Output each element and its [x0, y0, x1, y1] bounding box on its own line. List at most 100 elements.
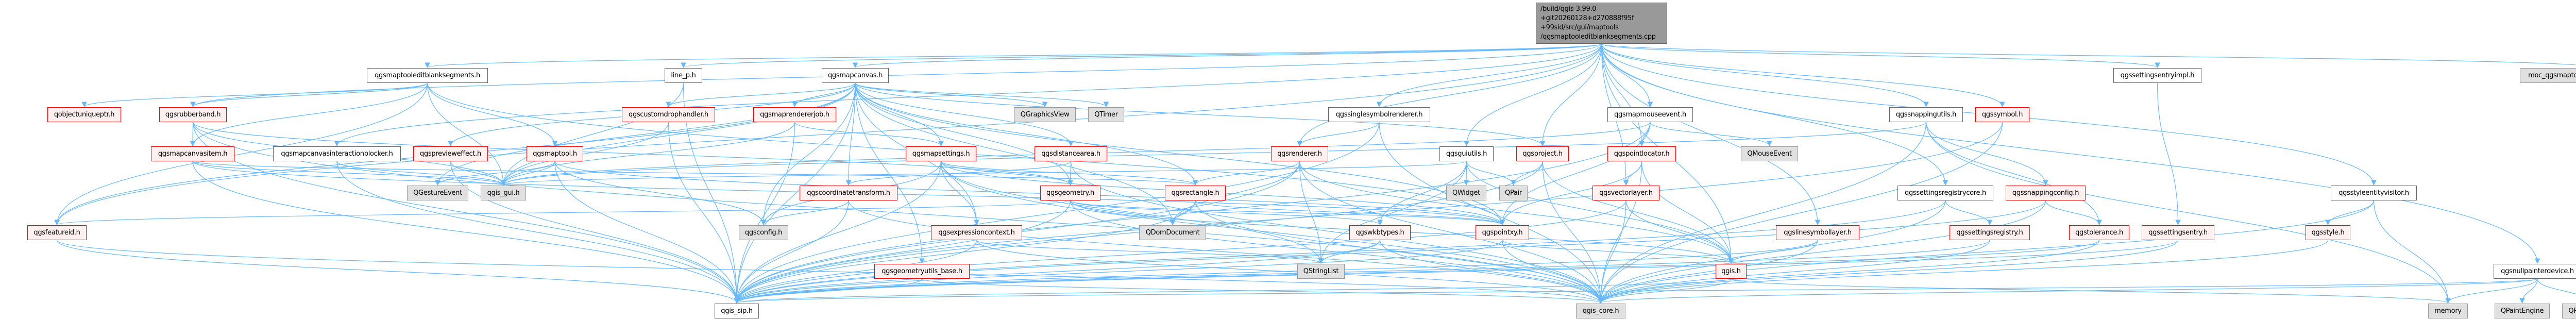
node-qgstolerance-h[interactable]: qgstolerance.h	[2069, 225, 2129, 240]
edge-root-to-qgssymbol-h	[1601, 43, 2005, 108]
node-qgis-h[interactable]: qgis.h	[1716, 264, 1747, 279]
edge-qgssnappingutils-h-to-qgstolerance-h	[1925, 122, 2102, 226]
node-qgsstyleentityvisitor-h[interactable]: qgsstyleentityvisitor.h	[2331, 186, 2417, 200]
edge-root-to-qgspointlocator-h	[1601, 43, 1645, 147]
edge-qgsmapsettings-h-to-qgsrectangle-h	[940, 161, 1198, 186]
node-qgswkbtypes-h[interactable]: qgswkbtypes.h	[1349, 225, 1411, 240]
node-qgscustomdrophandler-h[interactable]: qgscustomdrophandler.h	[622, 107, 715, 122]
node-moc-qgsmaptooleditblanksegments-cpp[interactable]: moc_qgsmaptooleditblanksegments.cpp	[2520, 68, 2576, 83]
node-qgsmaptooleditblanksegments-h[interactable]: qgsmaptooleditblanksegments.h	[367, 68, 488, 83]
edge-qgspointlocator-h-to-qgis-h	[1641, 161, 1734, 264]
node-qgssymbol-h[interactable]: qgssymbol.h	[1975, 107, 2029, 122]
node-qgsdistancearea-h[interactable]: qgsdistancearea.h	[1035, 146, 1107, 161]
node-qgssettingsregistry-h[interactable]: qgssettingsregistry.h	[1950, 225, 2030, 240]
node-qgspointlocator-h[interactable]: qgspointlocator.h	[1607, 146, 1676, 161]
edge-qgsguiutils-h-to-qgis-gui-h	[501, 161, 1467, 186]
edge-qgsmaptool-h-to-qgsconfig-h	[554, 161, 767, 226]
node-qgsrenderer-h[interactable]: qgsrenderer.h	[1271, 146, 1328, 161]
edge-qgsmapcanvas-h-to-qtimer	[855, 82, 1109, 108]
edge-qgsmapcanvas-h-to-qgsconfig-h	[760, 82, 856, 226]
root-file-node[interactable]: /build/qgis-3.99.0 +git20260128+d270888f…	[1536, 3, 1667, 44]
edge-qgsrenderer-h-to-qgsrectangle-h	[1192, 161, 1300, 186]
node-qgsconfig-h[interactable]: qgsconfig.h	[739, 225, 788, 240]
node-qmouseevent[interactable]: QMouseEvent	[1741, 146, 1798, 161]
node-qtimer[interactable]: QTimer	[1088, 107, 1124, 122]
node-qgscoordinatetransform-h[interactable]: qgscoordinatetransform.h	[800, 186, 897, 200]
edge-qgsproject-h-to-qgis-h	[1542, 161, 1734, 264]
node-qgssinglesymbolrenderer-h[interactable]: qgssinglesymbolrenderer.h	[1328, 107, 1430, 122]
node-memory[interactable]: memory	[2428, 304, 2468, 318]
node-qpair[interactable]: QPair	[1499, 186, 1528, 200]
edge-qgssinglesymbolrenderer-h-to-qgis-core-h	[1379, 122, 1604, 304]
edge-qgsmapsettings-h-to-qgis-core-h	[940, 161, 1604, 304]
node-qgsexpressioncontext-h[interactable]: qgsexpressioncontext.h	[931, 225, 1022, 240]
edge-qgssinglesymbolrenderer-h-to-qgis-sip-h	[734, 122, 1380, 304]
edge-qgsmapcanvas-h-to-qgsgeometry-h	[855, 82, 1073, 186]
node-qgestureevent[interactable]: QGestureEvent	[407, 186, 468, 200]
node-qgsrubberband-h[interactable]: qgsrubberband.h	[159, 107, 227, 122]
edge-qgsproject-h-to-qgis-core-h	[1542, 161, 1604, 304]
node-qgssettingsentry-h[interactable]: qgssettingsentry.h	[2142, 225, 2214, 240]
node-qgsmaprendererjob-h[interactable]: qgsmaprendererjob.h	[753, 107, 836, 122]
edge-qgsmapcanvas-h-to-qgsmaprendererjob-h	[792, 82, 856, 108]
node-qgspointxy-h[interactable]: qgspointxy.h	[1476, 225, 1529, 240]
edge-qgssnappingconfig-h-to-qgis-sip-h	[734, 200, 2046, 304]
edge-qgsguiutils-h-to-qpair	[1466, 161, 1516, 186]
node-qgspreview-ffect-h[interactable]: qgspreviewеffect.h	[413, 146, 488, 161]
edge-root-to-moc-qgsmaptooleditblanksegments-cpp	[1601, 43, 2576, 65]
node-qgsvectorlayer-h[interactable]: qgsvectorlayer.h	[1592, 186, 1659, 200]
node-qgsrectangle-h[interactable]: qgsrectangle.h	[1165, 186, 1226, 200]
edge-qgsmaprendererjob-h-to-qgis-gui-h	[500, 122, 795, 186]
edge-qgssnappingutils-h-to-qgis-core-h	[1598, 122, 1927, 304]
edge-qgsnullpainterdevice-h-to-qpaintdevice	[2537, 278, 2576, 295]
node-qgsguiutils-h[interactable]: qgsguiutils.h	[1439, 146, 1494, 161]
node-qgssnappingconfig-h[interactable]: qgssnappingconfig.h	[2006, 186, 2086, 200]
node-line-p-h[interactable]: line_p.h	[665, 68, 702, 83]
edge-root-to-qgsmapmouseevent-h	[1601, 43, 1653, 108]
node-qgsmapcanvasitem-h[interactable]: qgsmapcanvasitem.h	[151, 146, 234, 161]
node-qgssettingsregistrycore-h[interactable]: qgssettingsregistrycore.h	[1897, 186, 1993, 200]
node-qgsmapcanvas-h[interactable]: qgsmapcanvas.h	[822, 68, 889, 83]
node-qstringlist[interactable]: QStringList	[1297, 264, 1345, 279]
edge-qgsmapcanvas-h-to-qgsdistancearea-h	[855, 82, 1074, 147]
node-qgsmaptool-h[interactable]: qgsmaptool.h	[527, 146, 583, 161]
node-qpaintdevice[interactable]: QPaintDevice	[2562, 304, 2576, 318]
node-qgsstyle-h[interactable]: qgsstyle.h	[2306, 225, 2350, 240]
edge-qgsmapcanvas-h-to-qgraphicsview	[855, 82, 1048, 108]
node-qgssettingsentryimpl-h[interactable]: qgssettingsentryimpl.h	[2113, 68, 2201, 83]
edge-qgsmaprendererjob-h-to-qgsmapsettings-h	[794, 122, 944, 147]
node-qgsmapcanvasinteractionblocker-h[interactable]: qgsmapcanvasinteractionblocker.h	[273, 146, 401, 161]
edge-qgsrenderer-h-to-qgis-h	[1299, 161, 1734, 264]
edge-qgsmapcanvas-h-to-qgsproject-h	[855, 82, 1546, 147]
edge-root-to-qgsmaptooleditblanksegments-h	[425, 43, 1602, 69]
edge-qgsmapcanvas-h-to-qgscustomdrophandler-h	[666, 82, 856, 108]
edge-qgsrenderer-h-to-qdomdocument	[1170, 161, 1300, 226]
edge-qgscoordinatetransform-h-to-qgsconfig-h	[760, 200, 849, 226]
edge-qgsmapcanvasitem-h-to-qgis-sip-h	[192, 161, 740, 304]
edge-qgsexpressioncontext-h-to-qgis-core-h	[976, 240, 1604, 304]
edge-root-to-qgsproject-h	[1539, 43, 1602, 147]
node-qgsgeometryutils-base-h[interactable]: qgsgeometryutils_base.h	[874, 264, 970, 279]
edge-qgsstyleentityvisitor-h-to-qgis-core-h	[1598, 200, 2375, 304]
edge-root-to-qgsmapcanvas-h	[853, 43, 1602, 69]
node-qpaintengine[interactable]: QPaintEngine	[2495, 304, 2550, 318]
node-qgsmapmouseevent-h[interactable]: qgsmapmouseevent.h	[1607, 107, 1693, 122]
edge-qgsnullpainterdevice-h-to-qgis-core-h	[1598, 278, 2538, 304]
node-qdomdocument[interactable]: QDomDocument	[1139, 225, 1206, 240]
node-qgraphicsview[interactable]: QGraphicsView	[1014, 107, 1076, 122]
node-qgsmapsettings-h[interactable]: qgsmapsettings.h	[906, 146, 976, 161]
edge-qgsmaptooleditblanksegments-h-to-qgsrubberband-h	[190, 82, 428, 108]
node-qgsproject-h[interactable]: qgsproject.h	[1516, 146, 1569, 161]
node-qgsnullpainterdevice-h[interactable]: qgsnullpainterdevice.h	[2494, 264, 2576, 279]
node-qgssnappingutils-h[interactable]: qgssnappingutils.h	[1889, 107, 1963, 122]
node-qgslinesymbollayer-h[interactable]: qgslinesymbollayer.h	[1776, 225, 1859, 240]
edge-qgscoordinatetransform-h-to-qgis-sip-h	[734, 200, 849, 304]
node-qgis-sip-h[interactable]: qgis_sip.h	[715, 304, 759, 318]
edge-qgspointlocator-h-to-qgspointxy-h	[1499, 161, 1642, 226]
node-qgis-gui-h[interactable]: qgis_gui.h	[481, 186, 526, 200]
node-qgsgeometry-h[interactable]: qgsgeometry.h	[1040, 186, 1100, 200]
node-qgis-core-h[interactable]: qgis_core.h	[1576, 304, 1625, 318]
node-qgsfeatureid-h[interactable]: qgsfeatureid.h	[27, 225, 87, 240]
node-qobjectuniqueptr-h[interactable]: qobjectuniqueptr.h	[47, 107, 121, 122]
node-qwidget[interactable]: QWidget	[1446, 186, 1486, 200]
